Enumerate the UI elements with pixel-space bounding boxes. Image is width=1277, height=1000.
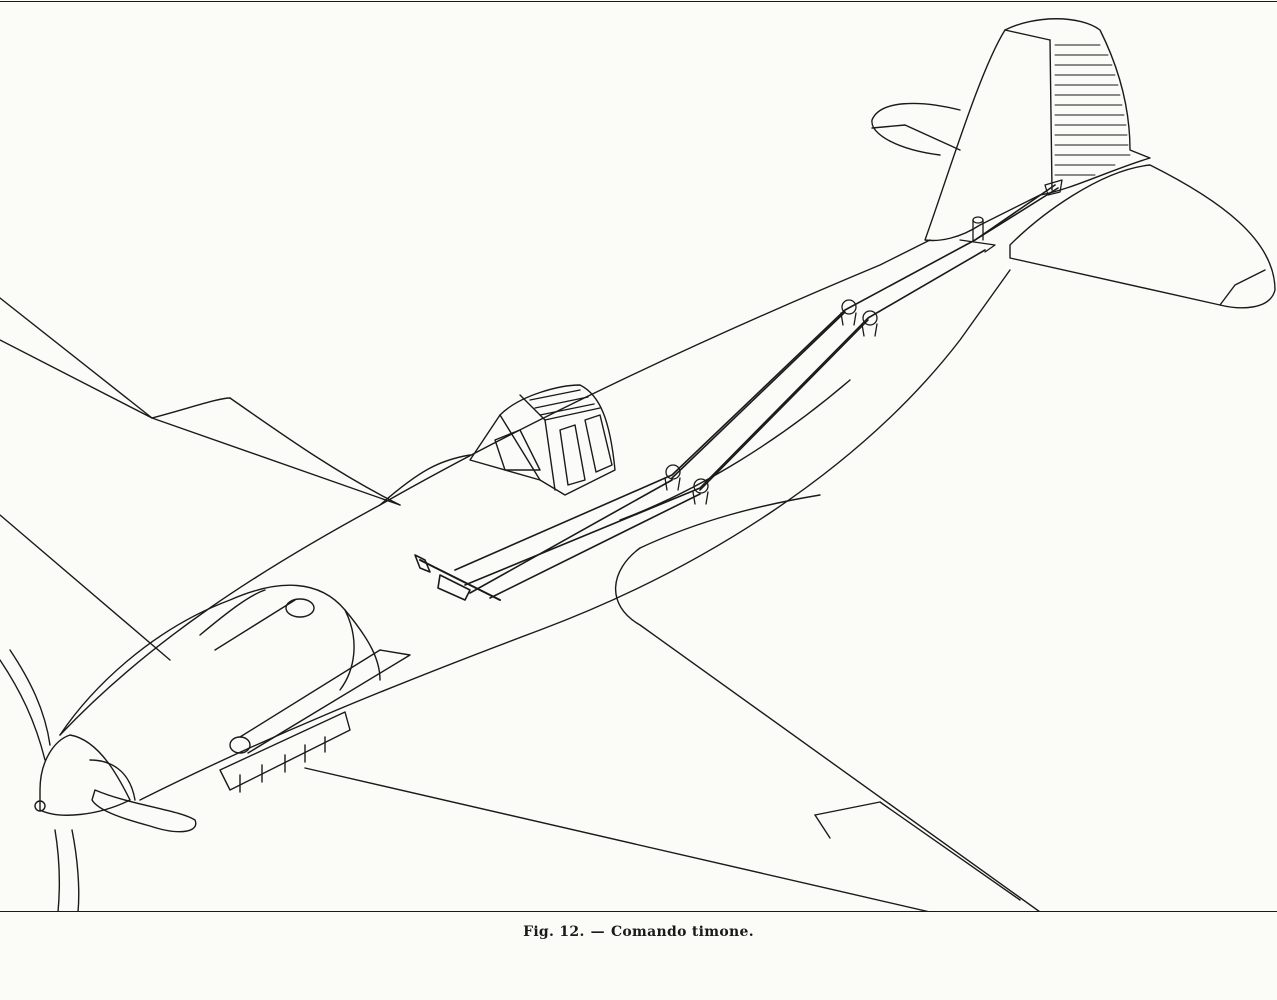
- tail-stabilizers: [872, 103, 1275, 307]
- cable-pulleys: [665, 180, 1062, 504]
- rudder-cable-linkage: [415, 185, 1058, 600]
- left-wing: [0, 298, 400, 660]
- bottom-border-line: [0, 911, 1277, 912]
- caption-dash: —: [590, 924, 605, 940]
- rudder-control-drawing: [0, 0, 1277, 912]
- figure-caption: Fig. 12. — Comando timone.: [0, 924, 1277, 940]
- tail-fin: [925, 19, 1150, 241]
- fuselage: [60, 240, 1010, 800]
- figure-number: Fig. 12.: [523, 924, 585, 940]
- top-border-line: [0, 1, 1277, 2]
- right-wing: [305, 495, 1040, 912]
- figure-title: Comando timone.: [610, 924, 754, 940]
- propeller: [0, 650, 196, 912]
- cockpit-canopy: [470, 385, 615, 495]
